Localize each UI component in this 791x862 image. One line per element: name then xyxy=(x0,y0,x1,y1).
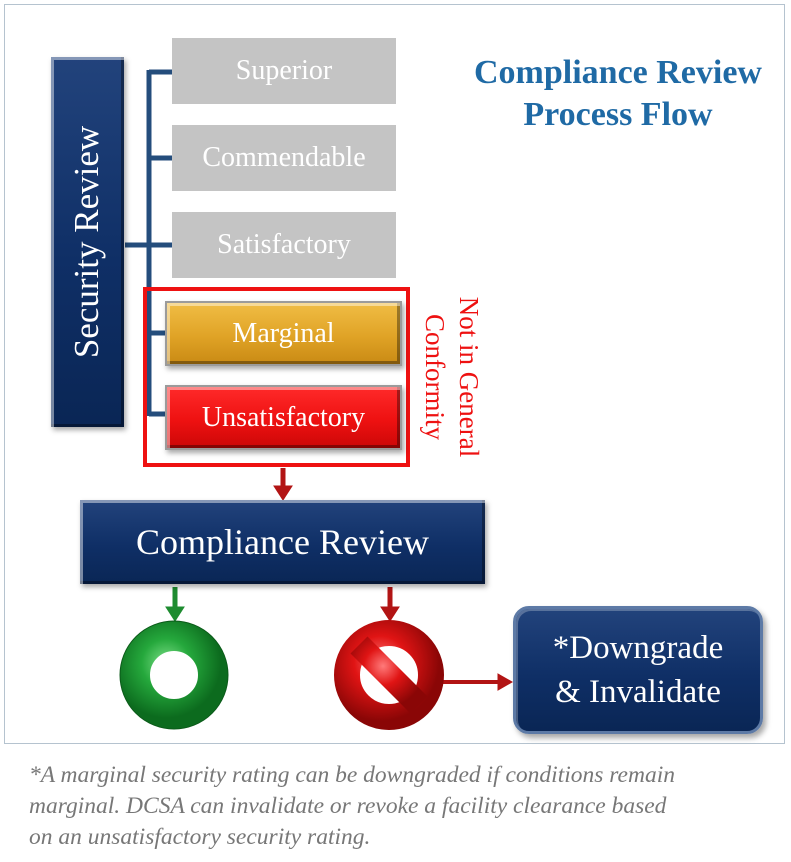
rating-satisfactory-label: Satisfactory xyxy=(217,229,351,260)
page-title-line2: Process Flow xyxy=(523,96,713,133)
rating-unsatisfactory-label: Unsatisfactory xyxy=(201,401,366,433)
page-title-line1: Compliance Review xyxy=(473,54,762,91)
security-review-bar: Security Review xyxy=(51,57,124,427)
rating-superior: Superior xyxy=(172,38,396,104)
arrow-to-compliance xyxy=(273,468,293,501)
downgrade-invalidate-box: *Downgrade & Invalidate xyxy=(513,606,763,734)
footnote-line3: on an unsatisfactory security rating. xyxy=(29,824,371,850)
rating-satisfactory: Satisfactory xyxy=(172,212,396,278)
arrow-to-stop xyxy=(380,587,400,622)
compliance-review-bar: Compliance Review xyxy=(80,500,485,584)
page-title: Compliance Review Process Flow xyxy=(453,52,783,136)
downgrade-line1: *Downgrade xyxy=(552,630,724,666)
rating-marginal-label: Marginal xyxy=(232,317,335,349)
rating-marginal: Marginal xyxy=(165,301,402,366)
footnote-line1: *A marginal security rating can be downg… xyxy=(29,762,675,788)
nonconformity-highlight xyxy=(143,287,410,467)
footnote: *A marginal security rating can be downg… xyxy=(29,760,789,853)
slide-frame xyxy=(4,4,785,744)
nonconformity-line1: Not in General xyxy=(454,296,484,458)
security-review-label: Security Review xyxy=(67,125,107,359)
rating-commendable: Commendable xyxy=(172,125,396,191)
rating-superior-label: Superior xyxy=(235,55,333,86)
arrow-to-downgrade xyxy=(436,673,514,691)
tree-connector xyxy=(125,69,172,417)
nonconformity-label: Not in General Conformity xyxy=(412,287,492,467)
arrow-to-pass xyxy=(165,587,185,622)
rating-unsatisfactory: Unsatisfactory xyxy=(165,385,402,450)
nonconformity-line2: Conformity xyxy=(420,313,450,440)
downgrade-line2: & Invalidate xyxy=(555,674,721,710)
green-ring-icon xyxy=(119,620,229,730)
footnote-line2: marginal. DCSA can invalidate or revoke … xyxy=(29,793,667,819)
prohibition-icon xyxy=(334,620,444,730)
compliance-review-label: Compliance Review xyxy=(136,522,429,562)
rating-commendable-label: Commendable xyxy=(202,142,366,173)
